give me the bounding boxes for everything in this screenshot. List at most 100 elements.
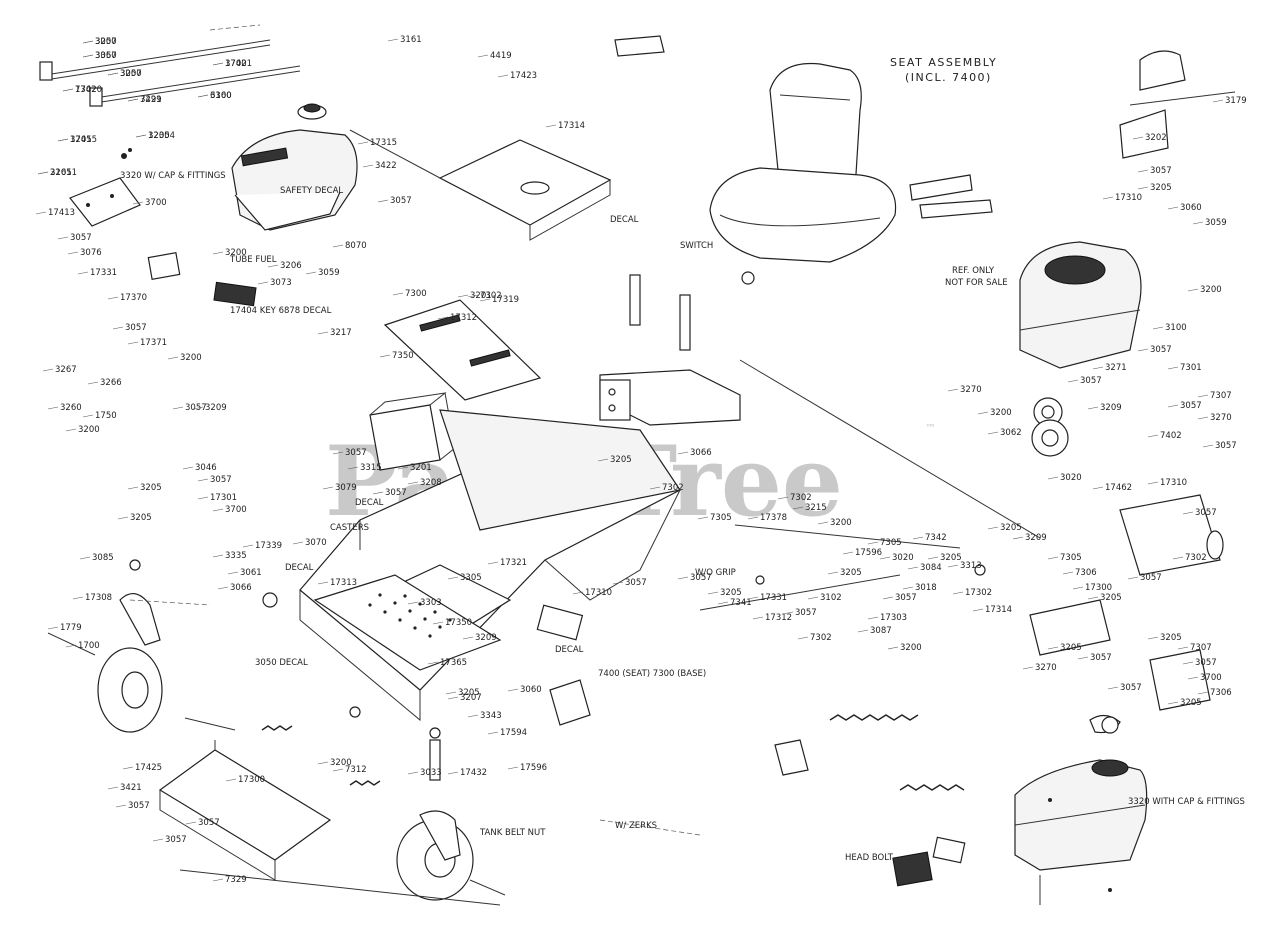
part-callout: 3700 — [1200, 673, 1222, 683]
part-callout: 3057 — [198, 818, 220, 828]
part-callout: 17331 — [90, 268, 117, 278]
part-callout: 3057 — [1150, 345, 1172, 355]
note-casters: CASTERS — [330, 523, 369, 533]
callout-leader-line — [947, 564, 959, 568]
part-callout: 17331 — [760, 593, 787, 603]
part-callout: 21611 — [50, 168, 77, 178]
part-callout: 3205 — [458, 688, 480, 698]
part-callout: 3205 — [1150, 183, 1172, 193]
callout-leader-line — [407, 601, 419, 605]
callout-leader-line — [907, 566, 919, 570]
callout-leader-line — [447, 576, 459, 580]
note-tank-belt: TANK BELT NUT — [479, 828, 546, 838]
callout-leader-line — [1172, 556, 1184, 560]
note-zerks: W/ ZERKS — [615, 821, 657, 831]
callout-leader-line — [432, 621, 444, 625]
part-callout: 17421 — [225, 59, 252, 69]
callout-leader-line — [167, 356, 179, 360]
part-callout: 7306 — [1210, 688, 1232, 698]
part-callout: 3205 — [1180, 698, 1202, 708]
callout-leader-line — [1132, 136, 1144, 140]
callout-leader-line — [79, 556, 91, 560]
part-callout: 3179 — [1225, 96, 1247, 106]
part-callout: 17301 — [210, 493, 237, 503]
callout-leader-line — [242, 544, 254, 548]
part-callout: 3205 — [1060, 643, 1082, 653]
callout-leader-line — [1047, 476, 1059, 480]
callout-leader-line — [212, 878, 224, 882]
callout-leader-line — [72, 596, 84, 600]
callout-leader-line — [1127, 576, 1139, 580]
callout-leader-line — [65, 428, 77, 432]
callout-leader-line — [317, 581, 329, 585]
callout-leader-line — [597, 458, 609, 462]
callout-leader-line — [467, 714, 479, 718]
part-callout: 3217 — [330, 328, 352, 338]
callout-leader-line — [487, 561, 499, 565]
callout-leader-line — [782, 611, 794, 615]
top-plate — [349, 129, 612, 241]
part-callout: 3057 — [95, 51, 117, 61]
part-callout: 17370 — [120, 293, 147, 303]
callout-leader-line — [212, 554, 224, 558]
part-callout: 3057 — [345, 448, 367, 458]
part-callout: 17312 — [765, 613, 792, 623]
callout-leader-line — [57, 138, 69, 142]
part-callout: 3205 — [1000, 523, 1022, 533]
part-callout: 3205 — [940, 553, 962, 563]
ref-only-label: REF. ONLY — [952, 266, 995, 276]
part-callout: 3057 — [1195, 508, 1217, 518]
part-callout: 3057 — [210, 475, 232, 485]
callout-leader-line — [479, 298, 491, 302]
callout-leader-line — [747, 516, 759, 520]
part-callout: 7341 — [730, 598, 752, 608]
part-callout: 3033 — [420, 768, 442, 778]
callout-leader-line — [1167, 701, 1179, 705]
part-callout: 3200 — [225, 248, 247, 258]
callout-leader-line — [107, 296, 119, 300]
part-callout: 3057 — [1150, 166, 1172, 176]
part-callout: 17310 — [1160, 478, 1187, 488]
part-callout: 17594 — [500, 728, 527, 738]
control-plate — [69, 177, 141, 227]
callout-leader-line — [677, 576, 689, 580]
callout-leader-line — [427, 661, 439, 665]
part-callout: 3200 — [900, 643, 922, 653]
part-callout: 3057 — [185, 403, 207, 413]
callout-leader-line — [952, 591, 964, 595]
note-hydro-tank: 3320 WITH CAP & FITTINGS — [1128, 797, 1245, 807]
callout-leader-line — [192, 406, 204, 410]
part-callout: 7302 — [75, 85, 97, 95]
callout-leader-line — [135, 134, 147, 138]
callout-leader-line — [697, 516, 709, 520]
footrest-holes — [368, 593, 452, 638]
note-wo-grip: W/O GRIP — [695, 568, 736, 578]
callout-leader-line — [227, 571, 239, 575]
callout-leader-line — [1147, 434, 1159, 438]
callout-leader-line — [807, 596, 819, 600]
callout-leader-line — [322, 486, 334, 490]
part-callout: 3057 — [1090, 653, 1112, 663]
part-callout: 17314 — [985, 605, 1012, 615]
callout-leader-line — [437, 316, 449, 320]
callout-leader-line — [122, 766, 134, 770]
part-callout: 3057 — [1180, 401, 1202, 411]
callout-leader-line — [212, 62, 224, 66]
part-callout: 7300 — [405, 289, 427, 299]
part-callout: 3200 — [1200, 285, 1222, 295]
part-callout: 3207 — [460, 693, 482, 703]
callout-leader-line — [362, 164, 374, 168]
part-callout: 7302 — [662, 483, 684, 493]
part-callout: 3267 — [55, 365, 77, 375]
callout-leader-line — [1092, 366, 1104, 370]
part-callout: 17300 — [238, 775, 265, 785]
callout-leader-line — [1087, 596, 1099, 600]
callout-leader-line — [912, 536, 924, 540]
part-callout: 17378 — [760, 513, 787, 523]
hardware — [47, 24, 1119, 905]
callout-leader-line — [887, 646, 899, 650]
part-callout: 7299 — [140, 95, 162, 105]
callout-leader-line — [1167, 404, 1179, 408]
fuel-tank-top — [231, 103, 358, 231]
part-callout: 3057 — [625, 578, 647, 588]
